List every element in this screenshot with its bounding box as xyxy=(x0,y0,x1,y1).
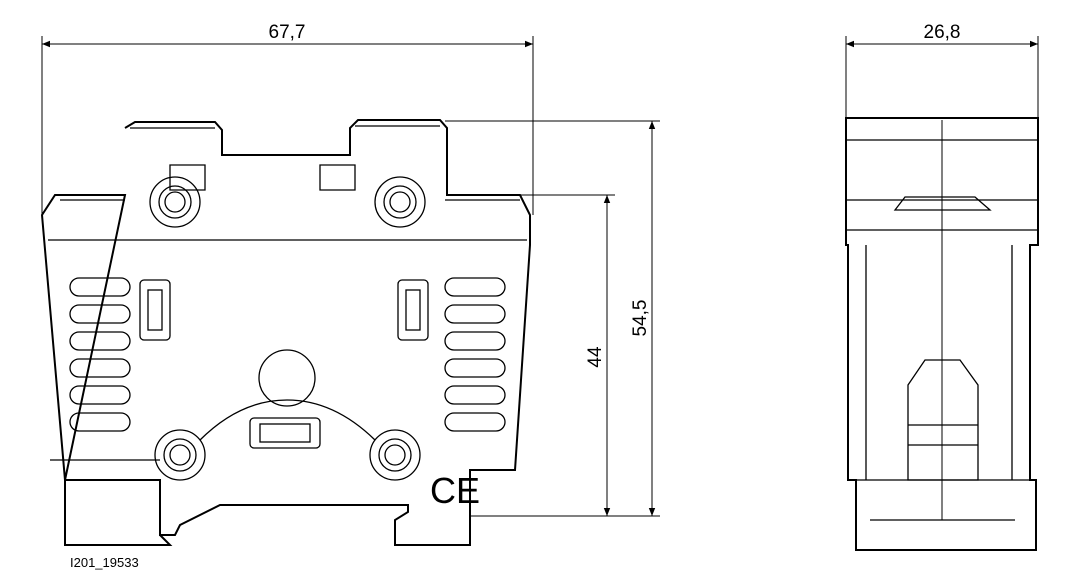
dimension-label-side-width: 26,8 xyxy=(924,22,961,43)
dimension-rail-height: 44 xyxy=(470,194,660,517)
dimension-side-width: 26,8 xyxy=(845,22,1039,120)
dimension-label-front-width: 67,7 xyxy=(269,22,306,43)
dimension-label-rail-height: 44 xyxy=(585,346,606,368)
drawing-id-label: I201_19533 xyxy=(70,555,139,570)
dimension-front-width: 67,7 xyxy=(41,22,534,215)
dimension-label-total-height: 54,5 xyxy=(630,300,651,337)
ce-mark: CE xyxy=(430,470,480,511)
mounting-holes xyxy=(149,176,426,481)
side-view xyxy=(845,117,1039,551)
vent-slots xyxy=(69,277,506,449)
front-view: CE xyxy=(40,119,531,546)
dimension-total-height: 54,5 xyxy=(445,120,660,516)
